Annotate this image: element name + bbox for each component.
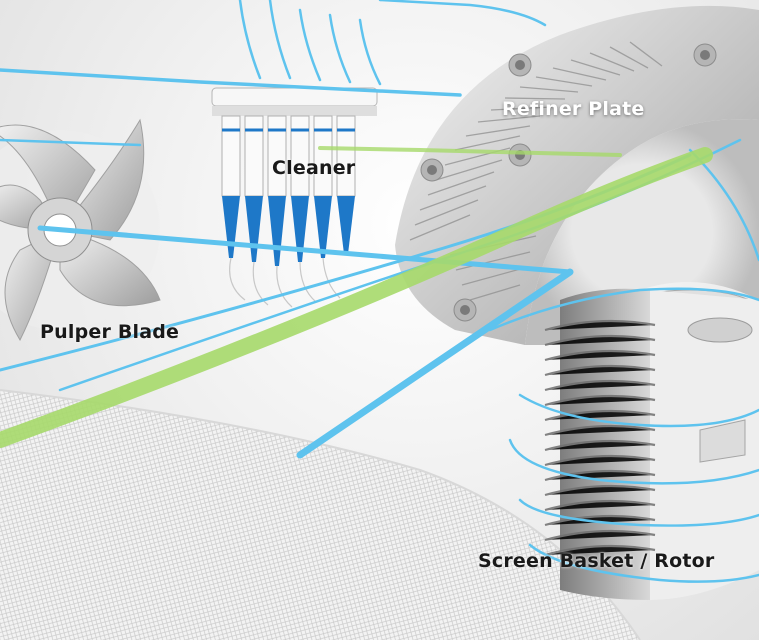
cleaner-graphic [211,87,378,308]
cleaner-label: Cleaner [272,157,356,179]
green-process-line [0,146,713,448]
screen-basket-rotor-graphic [544,288,759,600]
screen-basket-rotor-label: Screen Basket / Rotor [478,550,715,572]
refiner-plate-graphic [395,5,759,346]
refiner-plate-label: Refiner Plate [502,98,645,120]
pulper-blade-label: Pulper Blade [40,321,180,343]
wire-mesh-floor [0,389,641,640]
